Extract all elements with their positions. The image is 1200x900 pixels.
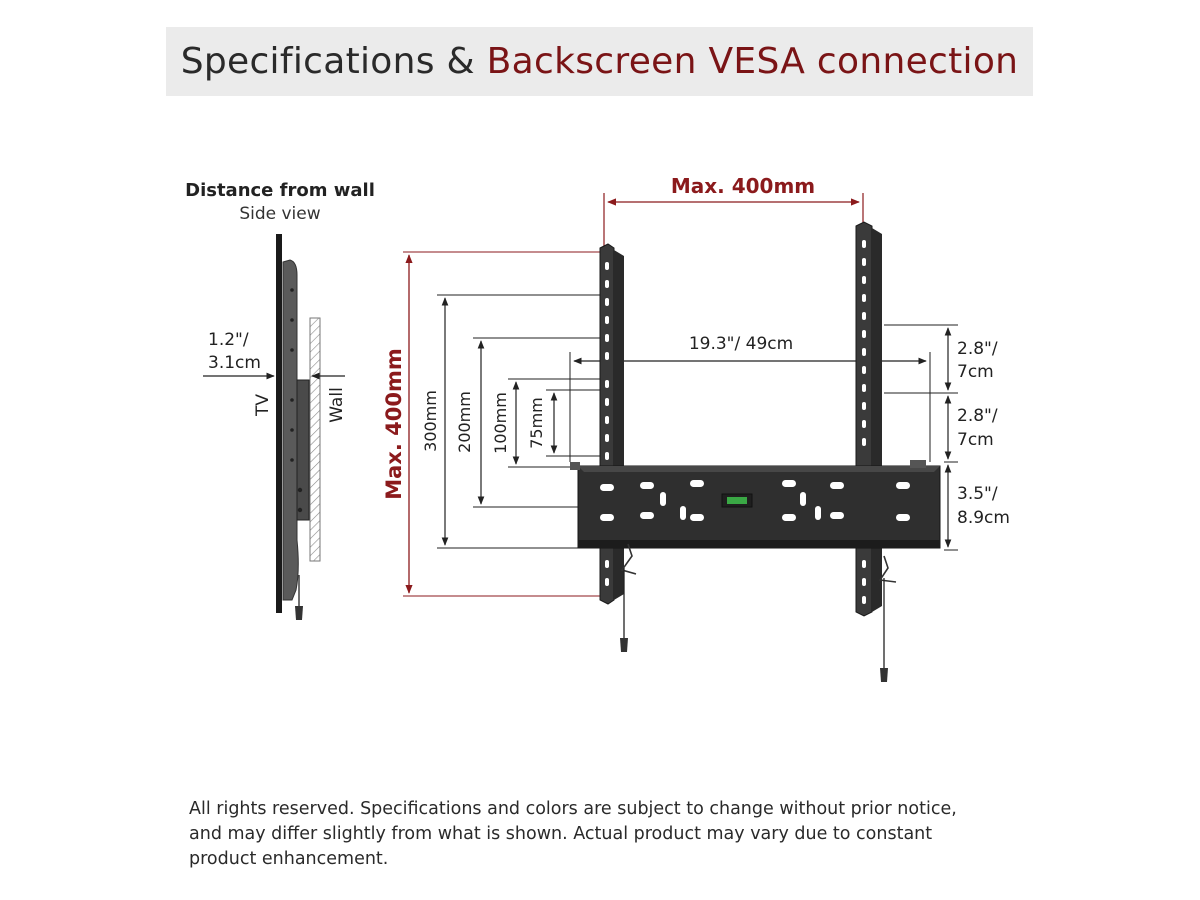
plate-slot: [660, 492, 666, 506]
safety-cords: [620, 543, 897, 682]
vesa-300-label: 300mm: [421, 390, 440, 452]
side-wall-plate: [296, 379, 310, 521]
arm-slot: [605, 434, 609, 442]
arm-slot: [862, 438, 866, 446]
max-width-label: Max. 400mm: [671, 174, 815, 198]
arm-slot: [862, 596, 866, 604]
plate-slot: [830, 512, 844, 519]
arm-slot: [605, 578, 609, 586]
right-vertical-arm: [855, 221, 882, 617]
plate-slot: [640, 512, 654, 519]
arm-slot: [862, 330, 866, 338]
arm-slot: [862, 578, 866, 586]
plate-slot: [830, 482, 844, 489]
vesa-dimension-300: 300mm: [421, 294, 604, 549]
plate-slot: [782, 480, 796, 487]
wall-plate-width-label: 19.3"/ 49cm: [689, 334, 793, 354]
disclaimer-line1: All rights reserved. Specifications and …: [189, 799, 957, 819]
page-title-part1: Specifications &: [180, 41, 487, 82]
side-distance-line1: 1.2"/: [208, 330, 249, 350]
plate-slot: [600, 484, 614, 491]
lower-offset-line2: 7cm: [957, 430, 994, 450]
upper-offset-line2: 7cm: [957, 362, 994, 382]
arm-slot: [862, 258, 866, 266]
arm-slot: [862, 348, 866, 356]
plate-height-line1: 3.5"/: [957, 484, 998, 504]
side-view-subtitle: Side view: [239, 204, 320, 224]
plate-slot: [600, 514, 614, 521]
arm-slots: [605, 240, 866, 604]
plate-slot: [680, 506, 686, 520]
side-cord-weight: [295, 606, 303, 620]
arm-slot: [605, 316, 609, 324]
header-band: Specifications & Backscreen VESA connect…: [166, 27, 1033, 96]
disclaimer-line3: product enhancement.: [189, 849, 389, 869]
disclaimer-line2: and may differ slightly from what is sho…: [189, 824, 933, 844]
plate-slot: [690, 514, 704, 521]
vesa-200-label: 200mm: [455, 391, 474, 453]
wall-plate-slots: [600, 480, 910, 521]
tv-label: TV: [253, 394, 273, 417]
arm-slot: [862, 384, 866, 392]
plate-height-line2: 8.9cm: [957, 508, 1010, 528]
arm-slot: [862, 366, 866, 374]
arm-slot: [605, 560, 609, 568]
front-view: Max. 400mm Max. 400mm 300mm 200mm 100mm: [382, 174, 1010, 682]
wall-label: Wall: [327, 387, 347, 423]
plate-slot: [640, 482, 654, 489]
plate-slot: [896, 514, 910, 521]
disclaimer: All rights reserved. Specifications and …: [189, 797, 1029, 872]
arm-slot: [605, 380, 609, 388]
arm-slot: [862, 560, 866, 568]
left-vertical-arm: [599, 243, 624, 605]
plate-slot: [690, 480, 704, 487]
arm-slot: [605, 452, 609, 460]
plate-slot: [800, 492, 806, 506]
wall-hatch: [309, 317, 321, 562]
plate-slot: [782, 514, 796, 521]
tv-panel: [276, 234, 282, 613]
vesa-100-label: 100mm: [491, 392, 510, 454]
arm-slot: [862, 240, 866, 248]
arm-slot: [605, 416, 609, 424]
side-bracket-holes: [290, 288, 303, 513]
plate-slot: [896, 482, 910, 489]
side-view: Distance from wall Side view 1.2"/ 3.1cm…: [185, 180, 375, 620]
side-view-title: Distance from wall: [185, 180, 375, 201]
arm-slot: [862, 402, 866, 410]
vesa-dimension-75: 75mm: [527, 389, 604, 457]
arm-slot: [605, 398, 609, 406]
arm-slot: [862, 294, 866, 302]
bubble-level-icon: [721, 493, 753, 508]
arm-slot: [605, 298, 609, 306]
arm-slot: [862, 312, 866, 320]
arm-slot: [605, 262, 609, 270]
arm-slot: [605, 352, 609, 360]
lower-offset-line1: 2.8"/: [957, 406, 998, 426]
vesa-dimension-100: 100mm: [491, 378, 604, 468]
page-title: Specifications & Backscreen VESA connect…: [166, 27, 1033, 96]
upper-offset-line1: 2.8"/: [957, 339, 998, 359]
side-distance-line2: 3.1cm: [208, 353, 261, 373]
arm-slot: [605, 280, 609, 288]
arm-slot: [862, 276, 866, 284]
wall-plate: [570, 460, 941, 549]
arm-slot: [862, 420, 866, 428]
plate-slot: [815, 506, 821, 520]
vesa-75-label: 75mm: [527, 397, 546, 449]
page-title-part2: Backscreen VESA connection: [486, 41, 1019, 82]
vesa-dimension-200: 200mm: [455, 337, 604, 508]
max-height-label: Max. 400mm: [382, 348, 406, 500]
arm-slot: [605, 334, 609, 342]
